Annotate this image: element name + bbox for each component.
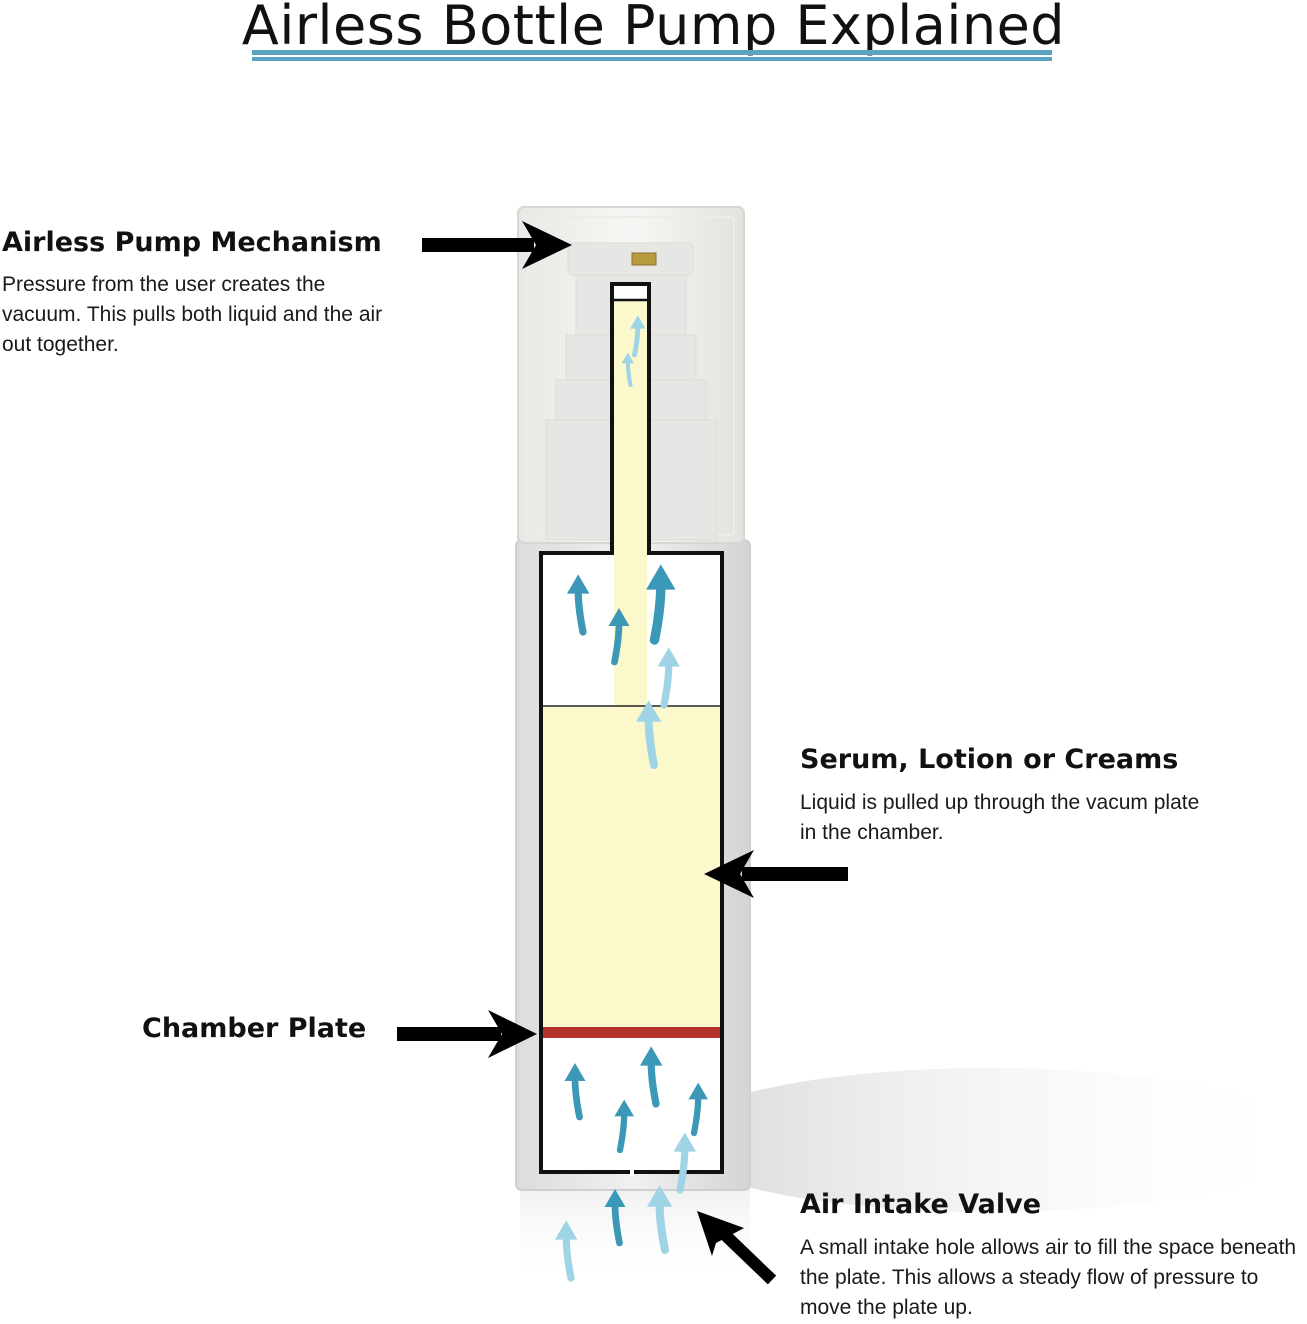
serum-label-description: Liquid is pulled up through the vacum pl…: [800, 791, 1200, 844]
title-underline-bottom: [252, 57, 1052, 61]
serum-pointer-arrow: [704, 850, 848, 898]
valve-pointer-arrow: [697, 1211, 777, 1285]
air-arrow-icon: [636, 700, 662, 770]
air-arrow-icon: [604, 1189, 626, 1247]
chamber-plate: [543, 1027, 720, 1038]
page-title: Airless Bottle Pump Explained: [241, 0, 1066, 57]
title-underline-top: [252, 50, 1052, 55]
liquid-fill: [543, 706, 720, 1030]
valve-label-description: A small intake hole allows air to fill t…: [800, 1236, 1297, 1319]
air-arrow-icon: [621, 352, 635, 388]
air-arrow-icon: [555, 1220, 578, 1282]
chamber-cutaway: [539, 282, 724, 1176]
air-arrow-icon: [688, 1082, 708, 1137]
air-arrow-icon: [657, 647, 680, 709]
bottle-shadow: [670, 1068, 1307, 1212]
plate-label-title: Chamber Plate: [142, 1013, 367, 1044]
air-arrow-icon: [567, 574, 590, 636]
plate-pointer-arrow: [397, 1010, 537, 1058]
air-arrow-icon: [640, 1046, 663, 1108]
valve-label-title: Air Intake Valve: [800, 1189, 1042, 1220]
air-arrow-icon: [564, 1063, 586, 1121]
air-arrow-icon: [673, 1132, 696, 1194]
air-flow-arrows: [555, 315, 708, 1282]
air-arrow-icon: [647, 1185, 673, 1255]
air-arrow-icon: [646, 564, 676, 645]
pump-label-title: Airless Pump Mechanism: [2, 227, 382, 258]
pump-label-description: Pressure from the user creates the vacuu…: [2, 273, 383, 356]
pump-pointer-arrow: [422, 221, 572, 269]
air-arrow-icon: [614, 1099, 634, 1154]
air-arrow-icon: [608, 608, 630, 666]
intake-hole: [630, 1166, 634, 1176]
air-arrow-icon: [630, 315, 646, 358]
serum-label-title: Serum, Lotion or Creams: [800, 744, 1179, 775]
